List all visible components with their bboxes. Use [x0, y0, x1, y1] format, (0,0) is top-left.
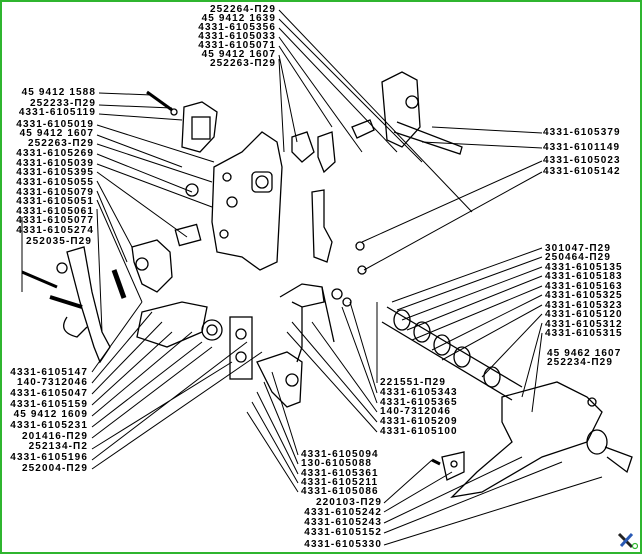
part-label: 4331-6105361	[301, 468, 379, 479]
part-label: 4331-6105315	[545, 328, 623, 339]
part-label: 250464-П29	[545, 252, 612, 263]
part-label: 4331-6105312	[545, 319, 623, 330]
part-label: 252134-П2	[28, 441, 88, 452]
part-label: 140-7312046	[380, 406, 452, 417]
part-label: 4331-6105269	[16, 148, 94, 159]
part-label: 4331-6105243	[304, 517, 382, 528]
part-label: 4331-6105242	[304, 507, 382, 518]
part-label: 4331-6105142	[543, 166, 621, 177]
part-label: 4331-6105395	[16, 167, 94, 178]
part-label: 4331-6105379	[543, 127, 621, 138]
rod-assembly	[279, 283, 352, 363]
part-label: 4331-6105094	[301, 449, 379, 460]
part-label: 4331-6105047	[10, 388, 88, 399]
part-label: 45 9412 1607	[19, 128, 94, 139]
part-label: 4331-6105079	[16, 187, 94, 198]
part-label: 4331-6105325	[545, 290, 623, 301]
part-label: 4331-6105231	[10, 420, 88, 431]
part-label: 45 9412 1588	[21, 87, 96, 98]
outer-handle-cylinder	[381, 306, 633, 498]
latch-parts	[291, 71, 463, 275]
part-label: 4331-6105365	[380, 397, 458, 408]
part-label: 4331-6105061	[16, 206, 94, 217]
part-label: 252263-П29	[209, 58, 276, 69]
part-label: 4331-6105343	[380, 387, 458, 398]
part-label: 4331-6105152	[304, 527, 382, 538]
part-label: 252263-П29	[27, 138, 94, 149]
lock-plate	[174, 131, 283, 271]
part-label: 201416-П29	[21, 431, 88, 442]
part-label: 221551-П29	[380, 377, 447, 388]
part-label: 4331-6105120	[545, 309, 623, 320]
part-label: 4331-6105039	[16, 158, 94, 169]
part-label: 4331-6105086	[301, 486, 379, 497]
part-label: 45 9412 1639	[201, 13, 276, 24]
part-label: 130-6105088	[301, 458, 373, 469]
part-label: 252264-П29	[209, 4, 276, 15]
part-label: 4331-6105077	[16, 215, 94, 226]
part-label: 220103-П29	[315, 497, 382, 508]
part-label: 4331-6105209	[380, 416, 458, 427]
part-label: 45 9412 1609	[13, 409, 88, 420]
part-label: 4331-6105135	[545, 262, 623, 273]
part-label: 4331-6105147	[10, 367, 88, 378]
part-label: 4331-6105100	[380, 426, 458, 437]
part-label: 4331-6105051	[16, 196, 94, 207]
part-label: 4331-6105023	[543, 155, 621, 166]
part-label: 4331-6105323	[545, 300, 623, 311]
part-label: 45 9412 1607	[201, 49, 276, 60]
part-label: 4331-6105019	[16, 119, 94, 130]
tools-icon	[617, 532, 638, 550]
lever-assembly	[21, 239, 303, 408]
part-label: 4331-6105071	[198, 40, 276, 51]
part-label: 4331-6105159	[10, 399, 88, 410]
part-label: 4331-6105055	[16, 177, 94, 188]
part-label: 252035-П29	[25, 236, 92, 247]
part-label: 4331-6105183	[545, 271, 623, 282]
part-label: 4331-6105196	[10, 452, 88, 463]
part-label: 4331-6105356	[198, 22, 276, 33]
part-label: 301047-П29	[545, 243, 612, 254]
part-label: 4331-6105274	[16, 225, 94, 236]
upper-bracket	[146, 90, 218, 153]
part-label: 252233-П29	[29, 98, 96, 109]
part-label: 4331-6105119	[18, 107, 96, 118]
part-label: 4331-6105330	[304, 539, 382, 550]
part-label: 4331-6101149	[543, 142, 621, 153]
part-label: 45 9462 1607	[547, 348, 622, 359]
part-label: 252234-П29	[547, 357, 614, 368]
part-label: 4331-6105163	[545, 281, 623, 292]
part-label: 4331-6105033	[198, 31, 276, 42]
part-label: 4331-6105211	[301, 477, 379, 488]
part-label: 252004-П29	[21, 463, 88, 474]
leader-lines	[21, 9, 603, 546]
part-label: 140-7312046	[16, 377, 88, 388]
